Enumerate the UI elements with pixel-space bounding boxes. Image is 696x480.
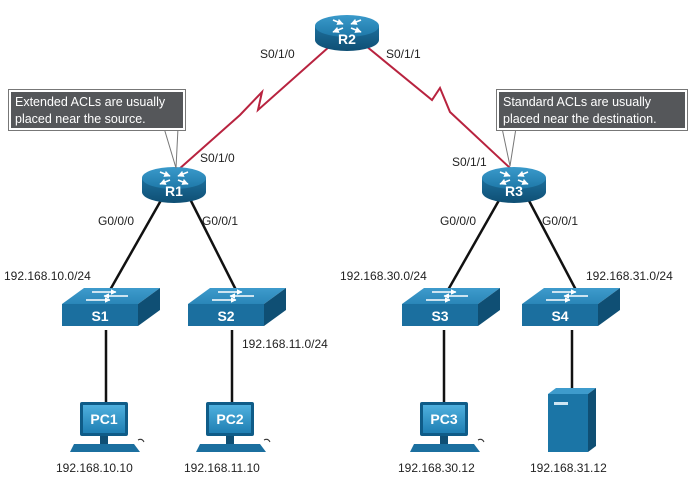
label-pc2-ip: 192.168.11.10 [184,461,260,475]
switch-s4-label: S4 [551,308,568,324]
label-r3-s011: S0/1/1 [452,155,487,169]
router-r2-arrows-icon [332,18,362,33]
label-r1-g000: G0/0/0 [98,214,134,228]
label-pc1-ip: 192.168.10.10 [56,461,133,475]
server-drive-icon [554,402,568,405]
label-net-10: 192.168.10.0/24 [4,269,91,283]
link-r3-s3 [446,194,504,291]
pc-pc3-keyboard [410,444,480,452]
label-pc3-ip: 192.168.30.12 [398,461,475,475]
switch-s4-arrows-icon [546,289,588,303]
link-r3-s4 [524,194,578,291]
pc-pc1-stand [100,436,108,444]
note-standard-pointer [501,127,517,167]
ethernet-links [104,194,578,403]
switch-s1-arrows-icon [86,289,128,303]
switch-s2[interactable]: S2 [188,288,286,326]
server[interactable] [548,388,596,452]
router-r3-top [482,167,546,189]
switch-s3[interactable]: S3 [402,288,500,326]
pc-pc3[interactable]: PC3 [410,402,485,452]
pc-pc3-label: PC3 [430,411,457,427]
server-top [548,388,596,394]
label-net-11: 192.168.11.0/24 [242,337,328,351]
pc-pc1-screen [83,405,125,433]
switch-s4-front [522,304,598,326]
router-r1-label: R1 [165,183,183,199]
note-standard-line2: placed near the destination. [503,112,657,126]
switch-s3-label: S3 [431,308,448,324]
label-r1-g001: G0/0/1 [202,214,238,228]
switch-s2-side [264,288,286,326]
switch-s1-label: S1 [91,308,108,324]
serial-link-r2-r3 [365,45,511,169]
router-r3-arrows-icon [499,170,529,185]
router-r3[interactable]: R3 [482,167,546,203]
label-r3-g000: G0/0/0 [440,214,476,228]
label-server-ip: 192.168.31.12 [530,461,607,475]
note-extended-line1: Extended ACLs are usually [15,95,166,109]
serial-link-r1-r2 [177,45,331,171]
label-net-30: 192.168.30.0/24 [340,269,427,283]
link-r1-s2 [186,194,238,291]
router-r2-label: R2 [338,31,356,47]
pc-pc2-keyboard [196,444,266,452]
switch-s2-front [188,304,264,326]
switch-s3-arrows-icon [426,289,468,303]
pc-pc1-label: PC1 [90,411,117,427]
label-r2-s011: S0/1/1 [386,47,421,61]
pc-pc3-screen [423,405,465,433]
switch-s3-side [478,288,500,326]
pc-pc2-stand [226,436,234,444]
note-extended-pointer [163,127,179,169]
label-r2-s010: S0/1/0 [260,47,295,61]
label-net-31: 192.168.31.0/24 [586,269,673,283]
router-r2[interactable]: R2 [315,15,379,51]
switch-s3-front [402,304,478,326]
label-r1-s010: S0/1/0 [200,151,235,165]
router-r1-arrows-icon [159,170,189,185]
pc-pc1-keyboard [70,444,140,452]
switch-s2-label: S2 [217,308,234,324]
note-extended-line2: placed near the source. [15,112,146,126]
pc-pc1[interactable]: PC1 [70,402,145,452]
pc-pc2-mouse-icon [263,438,271,443]
router-r2-top [315,15,379,37]
pc-pc2-screen [209,405,251,433]
switch-s4[interactable]: S4 [522,288,620,326]
pc-pc3-stand [440,436,448,444]
switch-s1-side [138,288,160,326]
label-r3-g001: G0/0/1 [542,214,578,228]
pc-pc2[interactable]: PC2 [196,402,271,452]
note-extended-acl: Extended ACLs are usually placed near th… [8,89,186,131]
pc-pc1-mouse-icon [137,438,145,443]
switch-s1-front [62,304,138,326]
note-standard-line1: Standard ACLs are usually [503,95,652,109]
switch-s1[interactable]: S1 [62,288,160,326]
switch-s4-side [598,288,620,326]
pc-pc2-label: PC2 [216,411,243,427]
pc-pc3-mouse-icon [477,438,485,443]
server-side [588,388,596,452]
link-r1-s1 [108,194,166,291]
note-standard-acl: Standard ACLs are usually placed near th… [496,89,688,131]
switch-s2-arrows-icon [212,289,254,303]
router-r3-label: R3 [505,183,523,199]
router-r1-top [142,167,206,189]
router-r1[interactable]: R1 [142,167,206,203]
